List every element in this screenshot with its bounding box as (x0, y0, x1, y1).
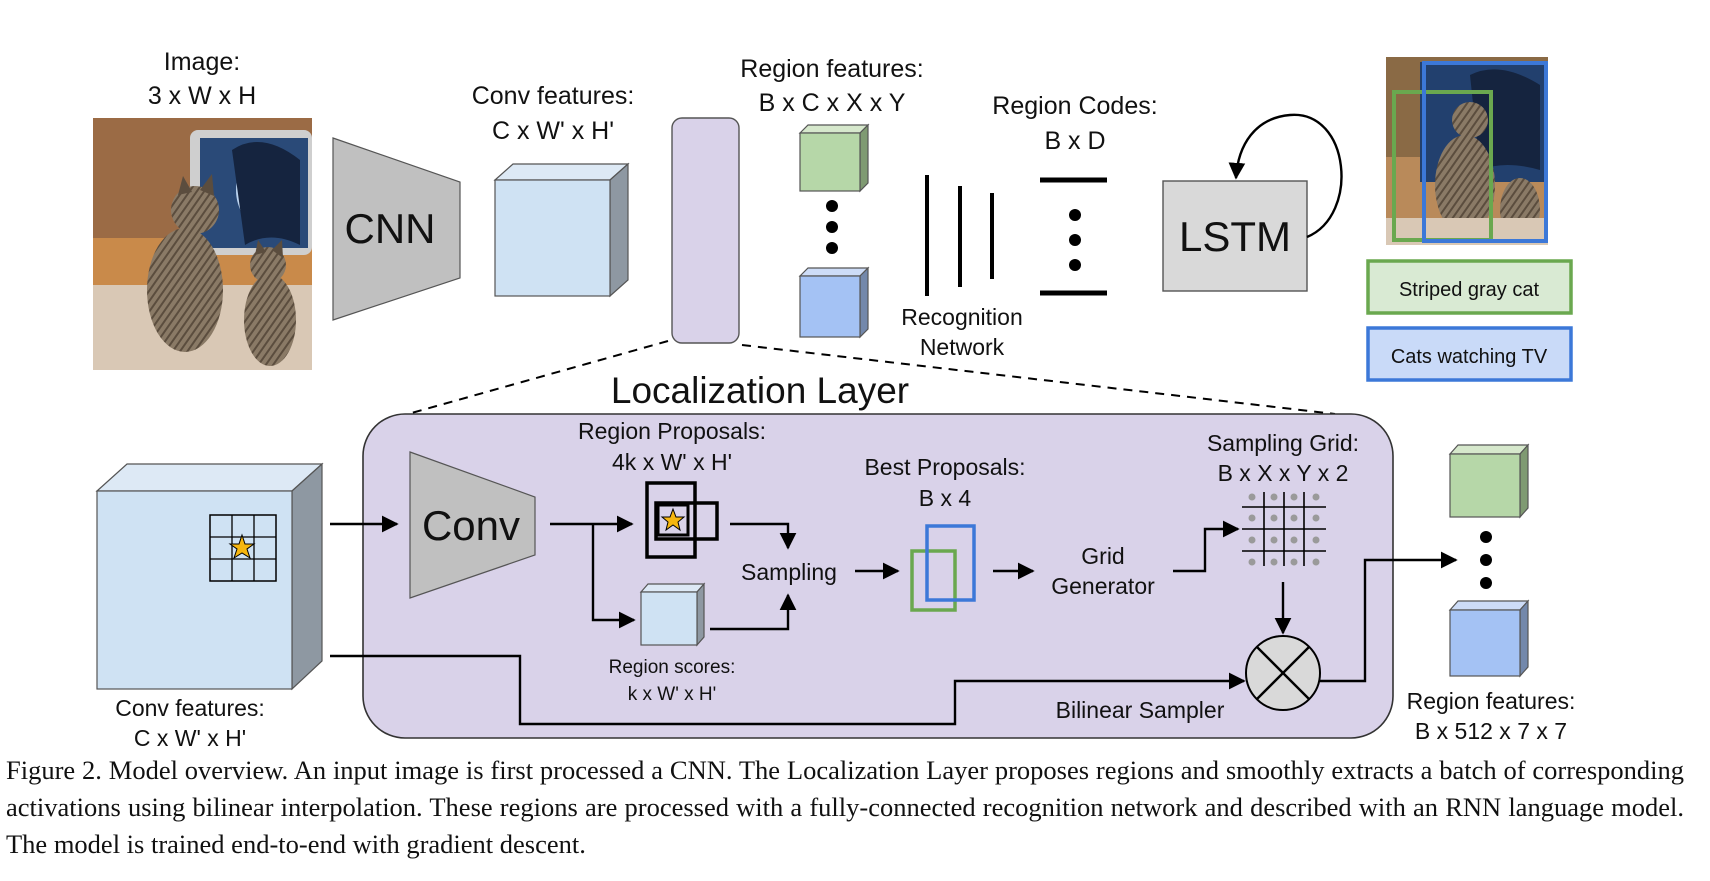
image-label: Image: (164, 48, 240, 76)
region-codes (1040, 177, 1107, 296)
sampling-grid (1242, 492, 1326, 566)
ellipsis-dot (826, 242, 838, 254)
sampling-grid-points (1248, 493, 1320, 566)
region-proposals-boxes (645, 481, 719, 559)
image-size-label: 3 x W x H (148, 82, 256, 110)
best-proposals-label: Best Proposals: (864, 454, 1025, 480)
conv-features-bottom-size: C x W' x H' (134, 725, 246, 750)
region-codes-size: B x D (1044, 127, 1105, 155)
bilinear-sampler (1245, 635, 1321, 711)
ellipsis-dot (1480, 554, 1492, 566)
arrow-to-scores (591, 524, 636, 629)
conv-features-top-size: C x W' x H' (492, 117, 614, 145)
region-feature-cube-green (798, 123, 870, 193)
region-features-top-size: B x C x X x Y (759, 89, 906, 117)
sampling-label: Sampling (741, 559, 837, 585)
region-feature-cube-blue (798, 266, 870, 339)
cnn-block: CNN (332, 137, 461, 321)
region-codes-label: Region Codes: (992, 92, 1157, 120)
conv-features-bottom-cube (95, 462, 324, 691)
input-image (93, 118, 312, 370)
arrow-sampler-to-region-features (1320, 551, 1458, 683)
region-proposals-size: 4k x W' x H' (612, 449, 732, 475)
sampling-grid-size: B x X x Y x 2 (1218, 460, 1349, 486)
region-scores-size: k x W' x H' (628, 684, 717, 705)
bilinear-sampler-label: Bilinear Sampler (1056, 697, 1225, 723)
best-proposal-blue-box (925, 524, 976, 602)
region-scores-cube (639, 582, 706, 647)
arrow-proposals-to-sampling (730, 522, 797, 550)
arrow-features-to-sampler (330, 654, 1246, 726)
arrow-scores-to-sampling (710, 593, 797, 631)
conv-features-bottom-label: Conv features: (115, 695, 265, 721)
ellipsis-dot (1480, 577, 1492, 589)
caption-box-blue-outline (1422, 61, 1548, 243)
localization-title: Localization Layer (611, 370, 909, 411)
localization-layer-panel (362, 413, 1394, 739)
lstm-recurrent-arrow (1228, 113, 1343, 239)
region-proposals-label: Region Proposals: (578, 418, 766, 444)
caption-cats-watching-tv: Cats watching TV (1366, 326, 1573, 382)
conv-label: Conv (422, 502, 520, 549)
sampling-grid-label: Sampling Grid: (1207, 430, 1359, 456)
region-features-bottom-size: B x 512 x 7 x 7 (1415, 718, 1567, 744)
grid-generator-label: Grid (1081, 543, 1124, 569)
cnn-label: CNN (345, 205, 436, 252)
ellipsis-dot (826, 221, 838, 233)
localization-pill (671, 117, 740, 344)
star-icon (660, 507, 686, 532)
conv-features-top-label: Conv features: (472, 82, 635, 110)
network-label: Network (920, 334, 1005, 360)
zoom-line-left (407, 340, 669, 415)
ellipsis-dot (1480, 531, 1492, 543)
recognition-label: Recognition (901, 304, 1022, 330)
figure-caption: Figure 2. Model overview. An input image… (6, 755, 1684, 859)
region-features-bottom-label: Region features: (1407, 688, 1576, 714)
caption-striped-gray-cat: Striped gray cat (1366, 259, 1573, 315)
output-image (1386, 57, 1548, 245)
caption-text: Cats watching TV (1391, 346, 1548, 368)
best-proposal-green-box (910, 549, 957, 612)
ellipsis-dot (826, 200, 838, 212)
region-scores-label: Region scores: (609, 657, 736, 678)
star-icon (228, 533, 256, 560)
best-proposals-size: B x 4 (919, 485, 972, 511)
conv-features-top-cube (493, 162, 630, 298)
grid-generator-label-2: Generator (1051, 573, 1155, 599)
arrow-generator-to-grid (1173, 520, 1240, 573)
region-features-top-label: Region features: (740, 55, 923, 83)
caption-text: Striped gray cat (1399, 279, 1540, 301)
lstm-label: LSTM (1179, 213, 1291, 260)
region-feature-cube-green-bottom (1448, 443, 1530, 519)
lstm-block: LSTM (1162, 180, 1308, 292)
model-overview-diagram: Image: 3 x W x H CNN Conv features: C x … (93, 48, 1576, 750)
region-feature-cube-blue-bottom (1448, 599, 1530, 678)
recognition-network (925, 175, 994, 296)
zoom-line-right (741, 344, 1336, 415)
conv-block: Conv (409, 451, 536, 599)
